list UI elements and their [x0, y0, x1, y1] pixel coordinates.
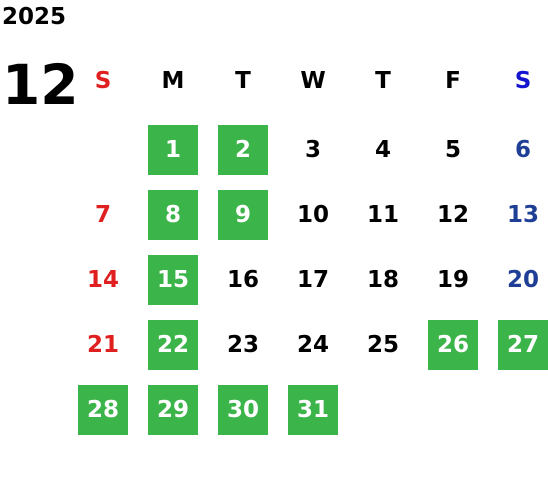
day-cell[interactable]: 21 — [86, 332, 119, 358]
day-cell[interactable]: 6 — [514, 137, 531, 163]
holiday-day-cell[interactable]: 30 — [218, 385, 268, 435]
holiday-day-cell[interactable]: 28 — [78, 385, 128, 435]
day-cell[interactable]: 7 — [94, 202, 111, 228]
day-cell[interactable]: 19 — [436, 267, 469, 293]
day-cell[interactable]: 20 — [506, 267, 539, 293]
weekday-header: F — [445, 68, 461, 94]
weekday-header: S — [514, 68, 532, 94]
weekday-header: S — [94, 68, 112, 94]
day-cell[interactable]: 24 — [296, 332, 329, 358]
holiday-day-cell[interactable]: 31 — [288, 385, 338, 435]
day-cell[interactable]: 17 — [296, 267, 329, 293]
day-cell[interactable]: 10 — [296, 202, 329, 228]
day-cell[interactable]: 4 — [374, 137, 391, 163]
holiday-day-cell[interactable]: 22 — [148, 320, 198, 370]
day-cell[interactable]: 11 — [366, 202, 399, 228]
weekday-header: T — [235, 68, 251, 94]
month-number: 12 — [2, 53, 79, 117]
holiday-day-cell[interactable]: 1 — [148, 125, 198, 175]
holiday-day-cell[interactable]: 2 — [218, 125, 268, 175]
holiday-day-cell[interactable]: 8 — [148, 190, 198, 240]
day-cell[interactable]: 18 — [366, 267, 399, 293]
day-cell[interactable]: 23 — [226, 332, 259, 358]
day-cell[interactable]: 14 — [86, 267, 119, 293]
day-cell[interactable]: 3 — [304, 137, 321, 163]
holiday-day-cell[interactable]: 26 — [428, 320, 478, 370]
weekday-header: W — [300, 68, 326, 94]
day-cell[interactable]: 13 — [506, 202, 539, 228]
weekday-header: M — [161, 68, 185, 94]
holiday-day-cell[interactable]: 27 — [498, 320, 548, 370]
holiday-day-cell[interactable]: 9 — [218, 190, 268, 240]
day-cell[interactable]: 16 — [226, 267, 259, 293]
year-label: 2025 — [2, 4, 67, 30]
holiday-day-cell[interactable]: 29 — [148, 385, 198, 435]
day-cell[interactable]: 5 — [444, 137, 461, 163]
day-cell[interactable]: 25 — [366, 332, 399, 358]
day-cell[interactable]: 12 — [436, 202, 469, 228]
weekday-header: T — [375, 68, 391, 94]
holiday-day-cell[interactable]: 15 — [148, 255, 198, 305]
